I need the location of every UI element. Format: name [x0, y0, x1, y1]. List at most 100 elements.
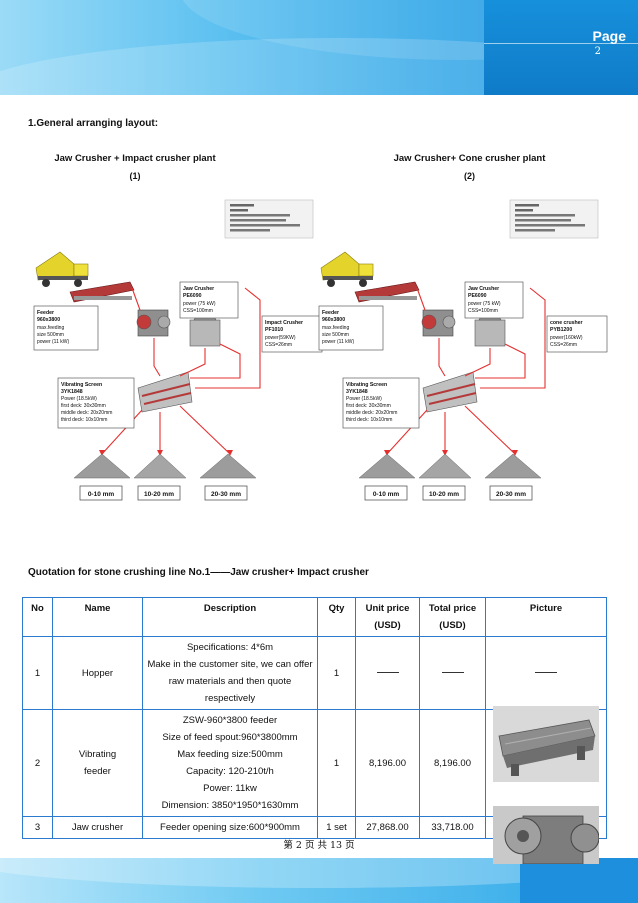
cell-unit-price: 27,868.00 [355, 816, 420, 839]
header-name: Name [52, 597, 143, 637]
label-line: PYB1200 [550, 327, 572, 333]
label-line: middle deck: 20x20mm [61, 410, 112, 416]
label-line: 960x3800 [37, 317, 60, 323]
label-line: first deck: 30x30mm [346, 403, 391, 409]
layout-diagram-jaw-cone: Feeder 960x3800 max.feeding size 500mm p… [315, 198, 615, 516]
output-size-label: 0-10 mm [373, 491, 400, 498]
output-size-label: 20-30 mm [211, 491, 241, 498]
label-line: max.feeding [37, 325, 64, 331]
label-line: PE6090 [468, 293, 487, 299]
description-line: Capacity: 120-210t/h [186, 766, 274, 777]
cell-total-price: 33,718.00 [419, 816, 486, 839]
cell-picture [485, 636, 607, 710]
label-line: size 500mm [37, 332, 64, 338]
output-size-label: 20-30 mm [496, 491, 526, 498]
description-line: Max feeding size:500mm [177, 749, 283, 760]
label-line: 960x3800 [322, 317, 345, 323]
header-unit-price-unit: (USD) [374, 620, 401, 631]
output-size-label: 0-10 mm [88, 491, 115, 498]
cell-qty: 1 [317, 636, 356, 710]
feeder-machine-image [69, 281, 135, 303]
jaw-crusher-image [421, 309, 456, 337]
description-line: respectively [204, 693, 256, 704]
label-line: Jaw Crusher [468, 286, 499, 292]
aggregate-pile-images [73, 453, 257, 479]
plant-caption-1: Jaw Crusher + Impact crusher plant (1) [45, 153, 225, 181]
page-tab-divider [484, 43, 638, 44]
section-title: 1.General arranging layout: [28, 118, 159, 129]
page-tab [484, 0, 638, 95]
cell-no: 2 [22, 709, 53, 817]
footer-decoration [520, 858, 638, 903]
page-footer-text: 第 2 页 共 13 页 [283, 840, 355, 851]
vibrating-screen-image [137, 371, 193, 413]
flow-arrows [99, 450, 233, 456]
screen-label-box: Vibrating Screen 3YK1848 Power (18.5kW) … [342, 377, 420, 429]
page-label: Page [592, 28, 626, 44]
description-line: Dimension: 3850*1950*1630mm [161, 800, 299, 811]
label-line: Jaw Crusher [183, 286, 214, 292]
header-no: No [22, 597, 53, 637]
material-flow-lines [386, 287, 546, 455]
label-line: PF1010 [265, 327, 283, 333]
jaw-crusher-photo [493, 806, 599, 864]
header-total-price-label: Total price [428, 603, 477, 614]
description-line: raw materials and then quote [168, 676, 292, 687]
label-line: power (75 kW) [183, 301, 216, 307]
jaw-crusher-image [136, 309, 171, 337]
spec-sheet-image [509, 199, 599, 239]
cell-name: Hopper [52, 636, 143, 710]
quotation-title: Quotation for stone crushing line No.1——… [28, 567, 369, 578]
plant-title: Jaw Crusher + Impact crusher plant [54, 153, 216, 164]
header-description: Description [142, 597, 318, 637]
output-size-boxes: 0-10 mm 10-20 mm 20-30 mm [79, 485, 248, 501]
cell-no: 3 [22, 816, 53, 839]
label-line: power(59KW) [265, 335, 296, 341]
description-line: ZSW-960*3800 feeder [182, 715, 278, 726]
label-line: Vibrating Screen [61, 382, 102, 388]
label-line: Feeder [37, 310, 54, 316]
cell-qty: 1 [317, 709, 356, 817]
vibrating-screen-image [422, 371, 478, 413]
cell-description: Feeder opening size:600*900mm [142, 816, 318, 839]
table-row: 1 Hopper Specifications: 4*6m Make in th… [22, 636, 607, 710]
label-line: third deck: 10x10mm [346, 417, 392, 423]
label-line: CSS=26mm [265, 342, 292, 348]
label-line: 3YK1848 [346, 389, 368, 395]
header-total-price-unit: (USD) [439, 620, 466, 631]
aggregate-pile-images [358, 453, 542, 479]
table-header-row: No Name Description Qty Unit price (USD)… [22, 597, 607, 637]
empty-dash [441, 672, 464, 674]
page-number: 2 [594, 46, 601, 57]
secondary-crusher-label-box: Impact Crusher PF1010 power(59KW) CSS=26… [261, 315, 323, 353]
header-qty: Qty [317, 597, 356, 637]
output-size-label: 10-20 mm [144, 491, 174, 498]
cell-no: 1 [22, 636, 53, 710]
label-line: cone crusher [550, 320, 583, 326]
description-line: Size of feed spout:960*3800mm [162, 732, 298, 743]
description-line: Make in the customer site, we can offer [147, 659, 313, 670]
cell-total-price [419, 636, 486, 710]
plant-number: (1) [129, 171, 141, 181]
label-line: middle deck: 20x20mm [346, 410, 397, 416]
label-line: power (75 kW) [468, 301, 501, 307]
spec-sheet-image [224, 199, 314, 239]
plant-number: (2) [464, 171, 475, 181]
label-line: Power (18.5kW) [346, 396, 382, 402]
layout-diagram-jaw-impact: Feeder 960x3800 max.feeding size 500mm p… [30, 198, 330, 516]
plant-caption-2: Jaw Crusher+ Cone crusher plant (2) [382, 153, 557, 181]
label-line: Power (18.5kW) [61, 396, 97, 402]
label-line: CSS=100mm [183, 308, 213, 314]
header-unit-price-label: Unit price [365, 603, 410, 614]
cell-description: Specifications: 4*6m Make in the custome… [142, 636, 318, 710]
feeder-label-box: Feeder 960x3800 max.feeding size 500mm p… [33, 305, 99, 351]
screen-label-box: Vibrating Screen 3YK1848 Power (18.5kW) … [57, 377, 135, 429]
label-line: size 500mm [322, 332, 349, 338]
empty-dash [376, 672, 399, 674]
cell-total-price: 8,196.00 [419, 709, 486, 817]
name-line: Vibrating [78, 749, 117, 760]
label-line: Impact Crusher [265, 320, 303, 326]
jaw-crusher-label-box: Jaw Crusher PE6090 power (75 kW) CSS=100… [464, 281, 524, 319]
description-line: Specifications: 4*6m [186, 642, 274, 653]
label-line: CSS=100mm [468, 308, 498, 314]
